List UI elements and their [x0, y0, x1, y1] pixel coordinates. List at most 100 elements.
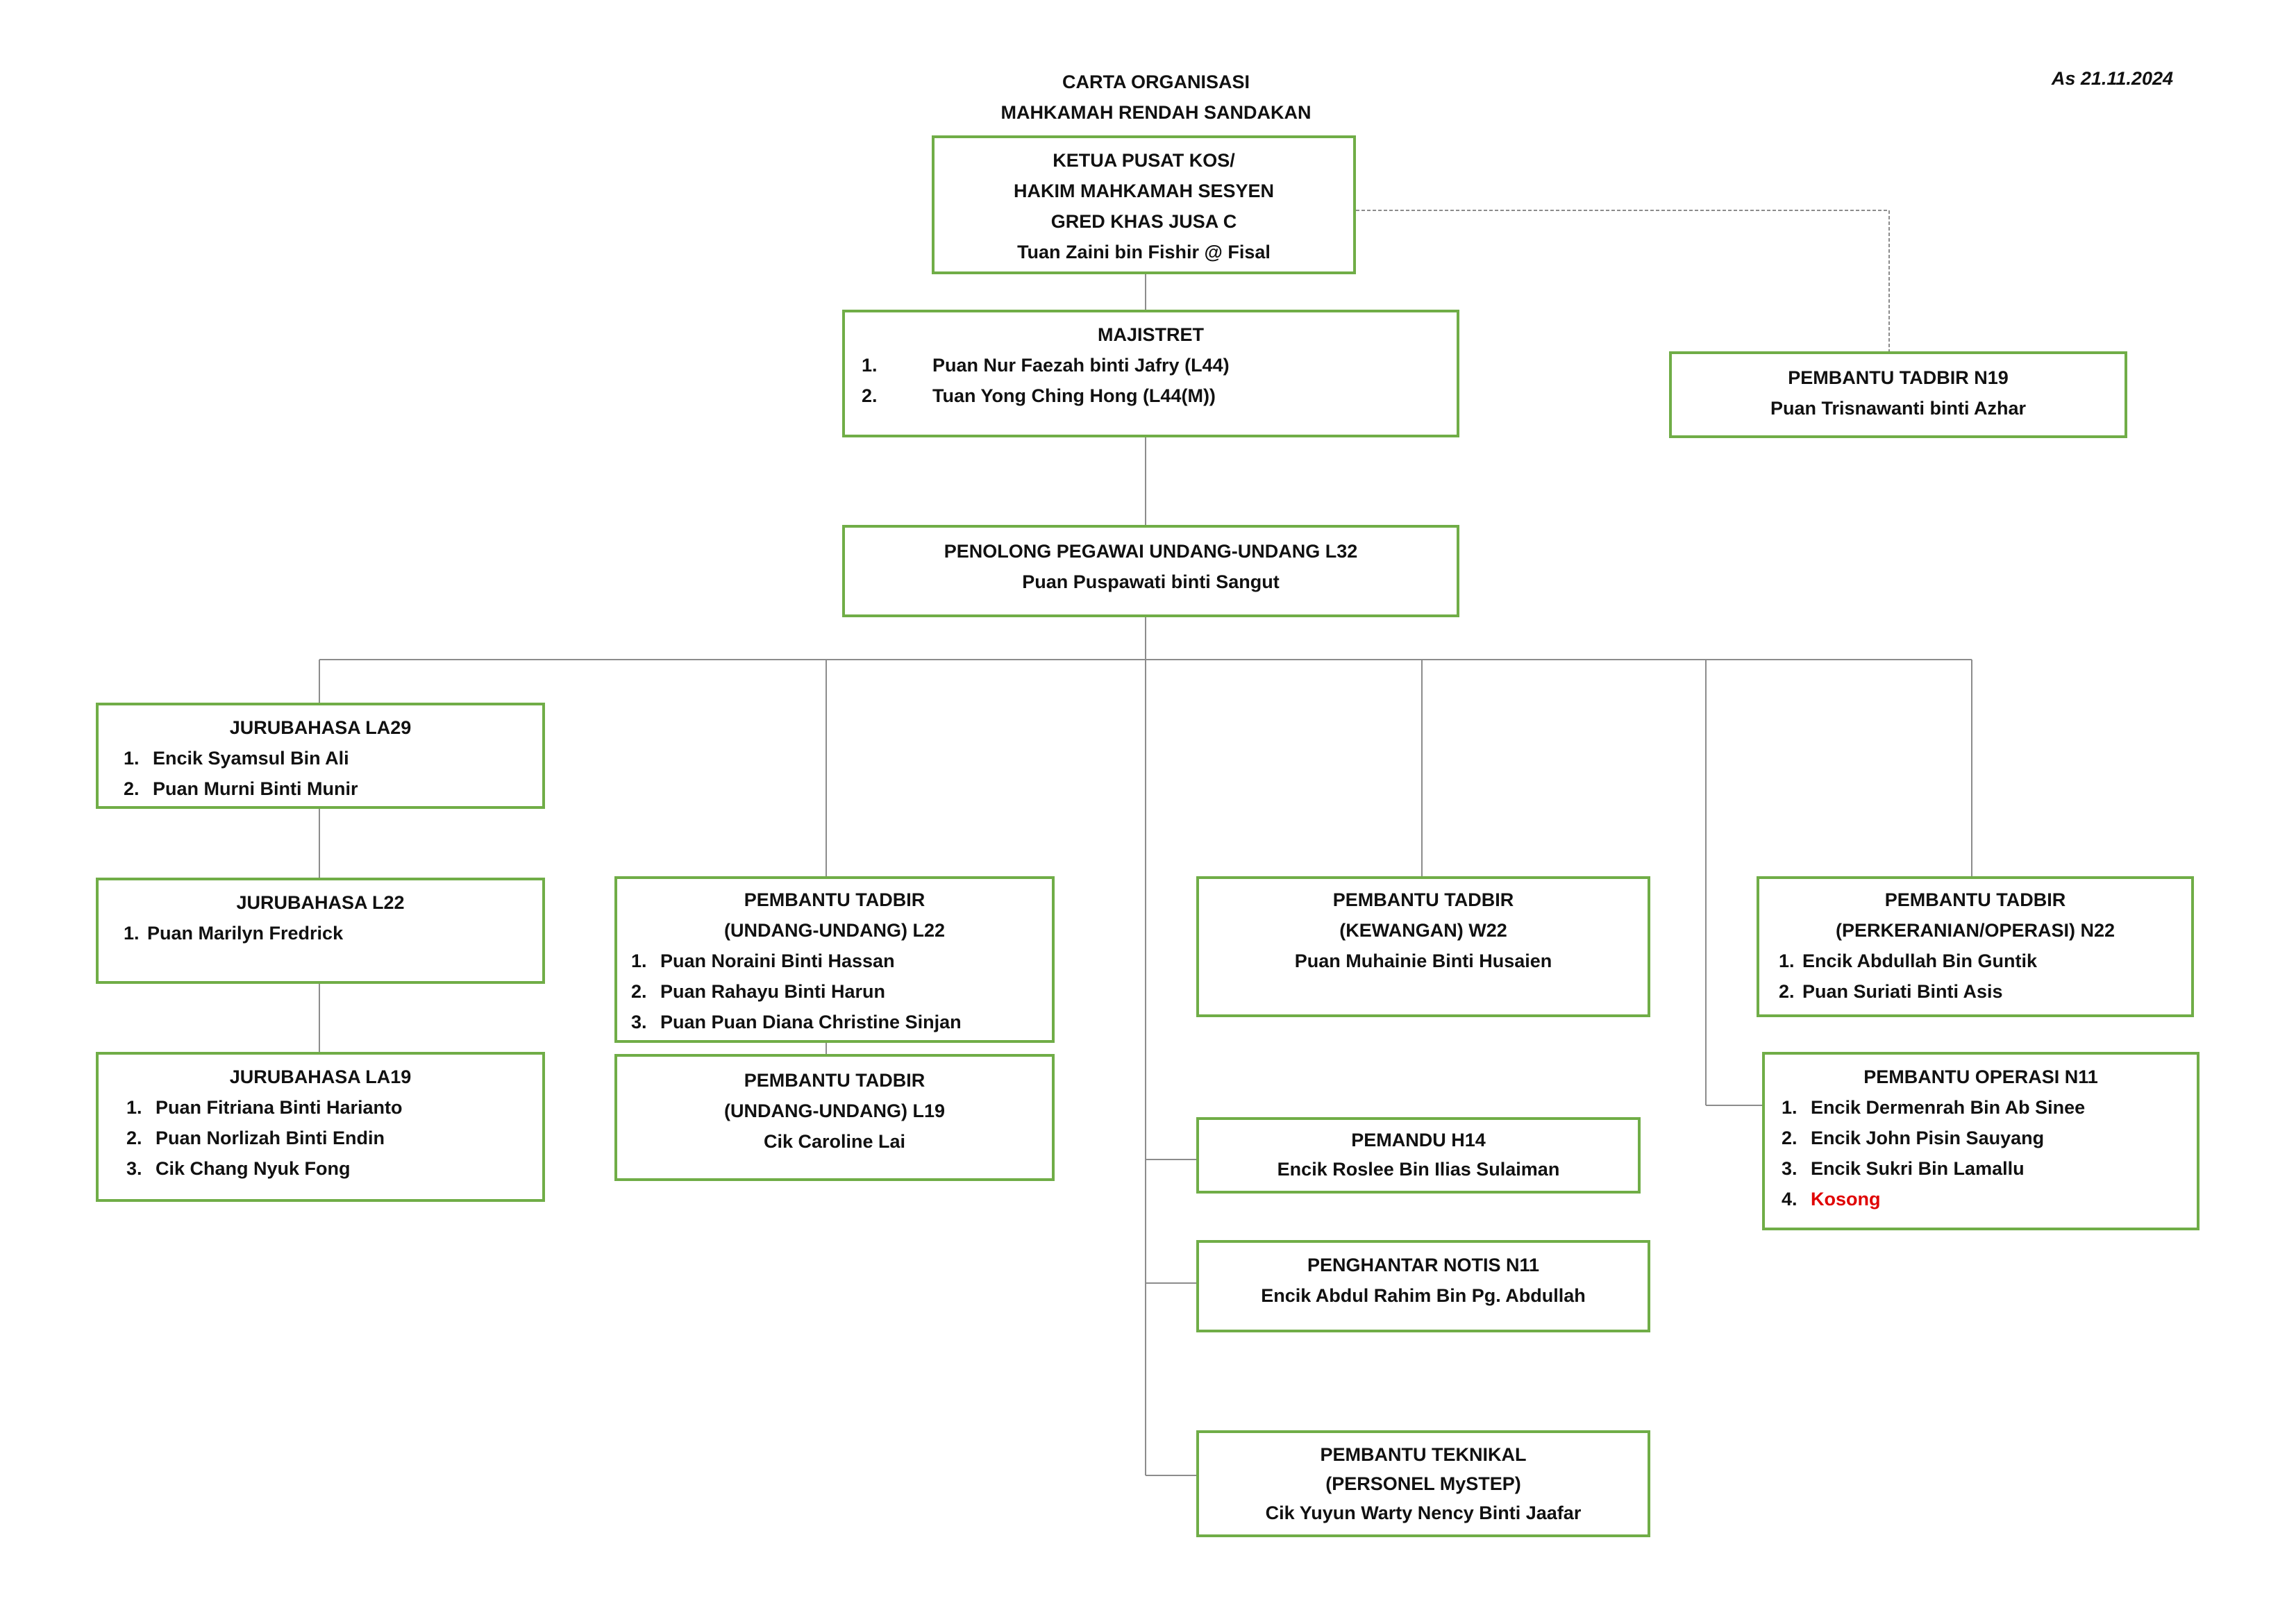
pt-uu-l19-title2: (UNDANG-UNDANG) L19: [724, 1100, 945, 1121]
jb-la29-item: 1. Encik Syamsul Bin Ali: [99, 743, 542, 773]
jb-la19-title: JURUBAHASA LA19: [229, 1066, 412, 1087]
jb-la29-item: 2. Puan Murni Binti Munir: [99, 773, 542, 804]
list-text: Puan Noraini Binti Hassan: [660, 951, 895, 971]
list-text: Encik Syamsul Bin Ali: [153, 748, 349, 769]
list-number: 1.: [862, 355, 878, 376]
list-text: Encik Sukri Bin Lamallu: [1811, 1158, 2025, 1179]
ketua-name: Tuan Zaini bin Fishir @ Fisal: [1017, 242, 1271, 262]
pt-n22-title2: (PERKERANIAN/OPERASI) N22: [1835, 920, 2115, 941]
pt-n22-title1: PEMBANTU TADBIR: [1884, 889, 2066, 910]
pt-w22-box: PEMBANTU TADBIR (KEWANGAN) W22 Puan Muha…: [1196, 876, 1650, 1017]
po-n11-item: 1. Encik Dermenrah Bin Ab Sinee: [1765, 1092, 2197, 1123]
po-n11-title: PEMBANTU OPERASI N11: [1863, 1066, 2098, 1087]
list-number: 2.: [124, 778, 140, 799]
majistret-item: 1. Puan Nur Faezah binti Jafry (L44): [845, 350, 1457, 380]
list-number: 1.: [631, 951, 647, 971]
list-number: 4.: [1782, 1189, 1798, 1209]
list-number: 1.: [124, 748, 140, 769]
list-text: Puan Puan Diana Christine Sinjan: [660, 1012, 962, 1032]
pt-uu-l22-item: 1. Puan Noraini Binti Hassan: [617, 946, 1052, 976]
majistret-box: MAJISTRET 1. Puan Nur Faezah binti Jafry…: [842, 310, 1459, 437]
pt-uu-l22-title2: (UNDANG-UNDANG) L22: [724, 920, 945, 941]
pt-uu-l22-item: 3. Puan Puan Diana Christine Sinjan: [617, 1007, 1052, 1037]
po-n11-item: 2. Encik John Pisin Sauyang: [1765, 1123, 2197, 1153]
majistret-item: 2. Tuan Yong Ching Hong (L44(M)): [845, 380, 1457, 411]
chart-title-line1: CARTA ORGANISASI: [1062, 72, 1250, 92]
list-text: Puan Suriati Binti Asis: [1802, 981, 2003, 1002]
jb-la19-item: 1. Puan Fitriana Binti Harianto: [99, 1092, 542, 1123]
list-text: Tuan Yong Ching Hong (L44(M)): [932, 385, 1216, 406]
list-text: Cik Chang Nyuk Fong: [156, 1158, 351, 1179]
chart-title: CARTA ORGANISASI MAHKAMAH RENDAH SANDAKA…: [785, 67, 1527, 128]
po-n11-item: 4. Kosong: [1765, 1184, 2197, 1214]
list-number: 3.: [1782, 1158, 1798, 1179]
list-text: Encik Abdullah Bin Guntik: [1802, 951, 2038, 971]
list-text: Encik Dermenrah Bin Ab Sinee: [1811, 1097, 2086, 1118]
notis-title: PENGHANTAR NOTIS N11: [1307, 1255, 1540, 1275]
pt-n19-title: PEMBANTU TADBIR N19: [1788, 367, 2009, 388]
list-number: 2.: [1782, 1128, 1798, 1148]
list-number: 3.: [631, 1012, 647, 1032]
pt-uu-l22-title1: PEMBANTU TADBIR: [744, 889, 925, 910]
jb-l22-title: JURUBAHASA L22: [236, 892, 405, 913]
list-text: Puan Nur Faezah binti Jafry (L44): [932, 355, 1230, 376]
list-text: Encik John Pisin Sauyang: [1811, 1128, 2045, 1148]
ketua-box: KETUA PUSAT KOS/ HAKIM MAHKAMAH SESYEN G…: [932, 135, 1356, 274]
pt-uu-l19-box: PEMBANTU TADBIR (UNDANG-UNDANG) L19 Cik …: [614, 1054, 1055, 1181]
list-number: 1.: [1782, 1097, 1798, 1118]
chart-title-line2: MAHKAMAH RENDAH SANDAKAN: [1000, 102, 1312, 123]
pt-w22-title1: PEMBANTU TADBIR: [1332, 889, 1514, 910]
list-number: 2.: [862, 385, 878, 406]
pt-n22-item: 2. Puan Suriati Binti Asis: [1759, 976, 2191, 1007]
jb-la19-box: JURUBAHASA LA19 1. Puan Fitriana Binti H…: [96, 1052, 545, 1202]
po-n11-item: 3. Encik Sukri Bin Lamallu: [1765, 1153, 2197, 1184]
majistret-title: MAJISTRET: [1097, 324, 1204, 345]
jb-la29-title: JURUBAHASA LA29: [229, 717, 412, 738]
list-number: 2.: [126, 1128, 142, 1148]
pt-n22-box: PEMBANTU TADBIR (PERKERANIAN/OPERASI) N2…: [1757, 876, 2194, 1017]
ppuu-name: Puan Puspawati binti Sangut: [1022, 571, 1280, 592]
teknikal-box: PEMBANTU TEKNIKAL (PERSONEL MySTEP) Cik …: [1196, 1430, 1650, 1537]
pt-n22-item: 1. Encik Abdullah Bin Guntik: [1759, 946, 2191, 976]
list-number: 3.: [126, 1158, 142, 1179]
vacant-text: Kosong: [1811, 1189, 1881, 1209]
pt-uu-l22-box: PEMBANTU TADBIR (UNDANG-UNDANG) L22 1. P…: [614, 876, 1055, 1043]
pt-w22-title2: (KEWANGAN) W22: [1339, 920, 1507, 941]
notis-name: Encik Abdul Rahim Bin Pg. Abdullah: [1261, 1285, 1586, 1306]
teknikal-title2: (PERSONEL MySTEP): [1325, 1473, 1521, 1494]
pemandu-box: PEMANDU H14 Encik Roslee Bin Ilias Sulai…: [1196, 1117, 1641, 1194]
jb-la19-item: 2. Puan Norlizah Binti Endin: [99, 1123, 542, 1153]
teknikal-name: Cik Yuyun Warty Nency Binti Jaafar: [1265, 1502, 1582, 1523]
list-text: Puan Marilyn Fredrick: [147, 923, 344, 944]
po-n11-box: PEMBANTU OPERASI N11 1. Encik Dermenrah …: [1762, 1052, 2199, 1230]
pt-uu-l22-item: 2. Puan Rahayu Binti Harun: [617, 976, 1052, 1007]
jb-l22-box: JURUBAHASA L22 1. Puan Marilyn Fredrick: [96, 878, 545, 984]
list-number: 1.: [1779, 951, 1795, 971]
jb-la19-item: 3. Cik Chang Nyuk Fong: [99, 1153, 542, 1184]
list-text: Puan Norlizah Binti Endin: [156, 1128, 385, 1148]
list-number: 1.: [126, 1097, 142, 1118]
ppuu-title: PENOLONG PEGAWAI UNDANG-UNDANG L32: [944, 541, 1358, 562]
pt-w22-name: Puan Muhainie Binti Husaien: [1294, 951, 1552, 971]
list-number: 2.: [1779, 981, 1795, 1002]
jb-la29-box: JURUBAHASA LA29 1. Encik Syamsul Bin Ali…: [96, 703, 545, 809]
ketua-line3: GRED KHAS JUSA C: [1050, 211, 1237, 232]
list-number: 1.: [124, 923, 140, 944]
pemandu-title: PEMANDU H14: [1351, 1130, 1486, 1150]
pt-uu-l19-name: Cik Caroline Lai: [763, 1131, 906, 1152]
ppuu-box: PENOLONG PEGAWAI UNDANG-UNDANG L32 Puan …: [842, 525, 1459, 617]
jb-l22-item: 1. Puan Marilyn Fredrick: [99, 918, 542, 948]
teknikal-title1: PEMBANTU TEKNIKAL: [1320, 1444, 1527, 1465]
pt-n19-box: PEMBANTU TADBIR N19 Puan Trisnawanti bin…: [1669, 351, 2127, 438]
as-of-date: As 21.11.2024: [2051, 68, 2173, 89]
list-text: Puan Murni Binti Munir: [153, 778, 358, 799]
ketua-line1: KETUA PUSAT KOS/: [1053, 150, 1235, 171]
list-number: 2.: [631, 981, 647, 1002]
pemandu-name: Encik Roslee Bin Ilias Sulaiman: [1277, 1159, 1560, 1180]
pt-uu-l19-title1: PEMBANTU TADBIR: [744, 1070, 925, 1091]
list-text: Puan Fitriana Binti Harianto: [156, 1097, 403, 1118]
pt-n19-name: Puan Trisnawanti binti Azhar: [1770, 398, 2027, 419]
ketua-line2: HAKIM MAHKAMAH SESYEN: [1013, 181, 1274, 201]
